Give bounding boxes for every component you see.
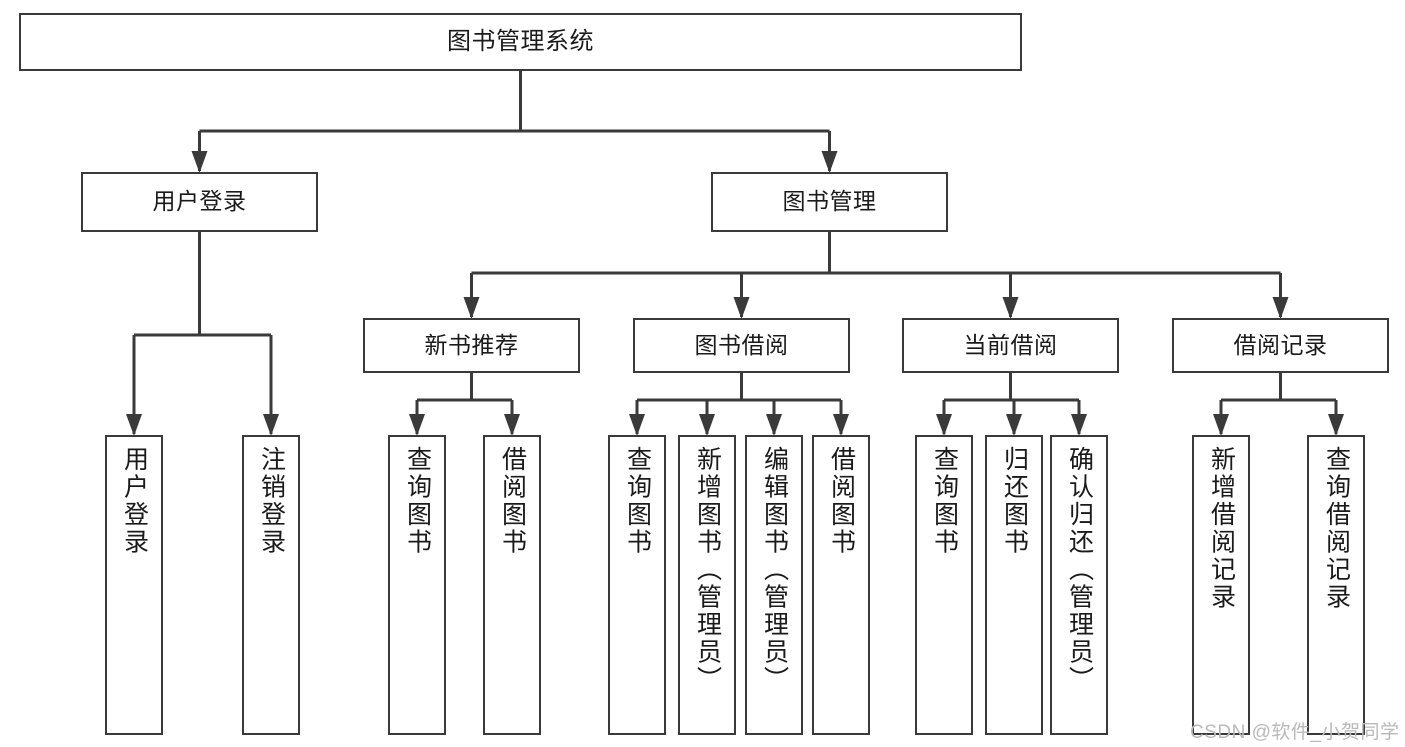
arrow-head-icon — [1071, 414, 1087, 436]
node-borrow[interactable]: 图书借阅 — [633, 318, 850, 373]
node-label: 查询图书 — [403, 446, 432, 556]
node-label: 归还图书 — [1000, 446, 1029, 556]
node-login[interactable]: 用户登录 — [81, 172, 318, 232]
node-leaf-return-book[interactable]: 归还图书 — [985, 435, 1043, 735]
arrow-head-icon — [504, 414, 520, 436]
node-label: 图书借阅 — [694, 331, 789, 358]
node-leaf-confirm-return[interactable]: 确认归还（管理员） — [1050, 435, 1108, 735]
arrow-head-icon — [1213, 414, 1229, 436]
node-leaf-user-login[interactable]: 用户登录 — [105, 435, 163, 735]
arrow-head-icon — [1002, 297, 1019, 319]
node-leaf-borrow-book-2[interactable]: 借阅图书 — [812, 435, 870, 735]
node-label: 确认归还（管理员） — [1065, 446, 1094, 694]
arrow-head-icon — [409, 414, 425, 436]
node-label: 用户登录 — [152, 188, 247, 215]
arrow-head-icon — [766, 414, 782, 436]
node-record[interactable]: 借阅记录 — [1172, 318, 1389, 373]
node-newbook[interactable]: 新书推荐 — [363, 318, 580, 373]
node-label: 新增借阅记录 — [1207, 446, 1236, 611]
node-bookmgmt[interactable]: 图书管理 — [711, 172, 948, 232]
arrow-head-icon — [629, 414, 645, 436]
node-label: 当前借阅 — [963, 331, 1058, 358]
arrow-head-icon — [733, 297, 750, 319]
node-leaf-borrow-book-1[interactable]: 借阅图书 — [483, 435, 541, 735]
arrow-head-icon — [1006, 414, 1022, 436]
node-label: 借阅图书 — [827, 446, 856, 556]
node-current[interactable]: 当前借阅 — [902, 318, 1119, 373]
arrow-head-icon — [463, 297, 480, 319]
node-leaf-query-book-2[interactable]: 查询图书 — [608, 435, 666, 735]
arrow-head-icon — [191, 151, 208, 173]
node-label: 借阅图书 — [498, 446, 527, 556]
node-label: 编辑图书（管理员） — [760, 446, 789, 694]
arrow-head-icon — [833, 414, 849, 436]
node-label: 注销登录 — [257, 446, 286, 556]
node-leaf-add-record[interactable]: 新增借阅记录 — [1192, 435, 1250, 735]
node-leaf-query-book-1[interactable]: 查询图书 — [388, 435, 446, 735]
node-label: 新书推荐 — [424, 331, 519, 358]
node-root[interactable]: 图书管理系统 — [19, 13, 1022, 71]
arrow-head-icon — [126, 414, 142, 436]
node-leaf-query-record[interactable]: 查询借阅记录 — [1307, 435, 1365, 735]
node-label: 查询图书 — [623, 446, 652, 556]
arrow-head-icon — [1272, 297, 1289, 319]
arrow-head-icon — [263, 414, 279, 436]
node-leaf-edit-book[interactable]: 编辑图书（管理员） — [745, 435, 803, 735]
node-label: 图书管理 — [782, 188, 877, 215]
node-label: 查询借阅记录 — [1322, 446, 1351, 611]
node-label: 查询图书 — [930, 446, 959, 556]
node-label: 借阅记录 — [1233, 331, 1328, 358]
node-label: 图书管理系统 — [447, 27, 594, 55]
node-label: 用户登录 — [120, 446, 149, 556]
node-leaf-query-book-3[interactable]: 查询图书 — [915, 435, 973, 735]
node-leaf-add-book[interactable]: 新增图书（管理员） — [678, 435, 736, 735]
arrow-head-icon — [821, 151, 838, 173]
arrow-head-icon — [936, 414, 952, 436]
node-leaf-logout[interactable]: 注销登录 — [242, 435, 300, 735]
node-label: 新增图书（管理员） — [693, 446, 722, 694]
arrow-head-icon — [1328, 414, 1344, 436]
arrow-head-icon — [699, 414, 715, 436]
watermark: CSDN @软件_小贺同学 — [1190, 722, 1400, 743]
